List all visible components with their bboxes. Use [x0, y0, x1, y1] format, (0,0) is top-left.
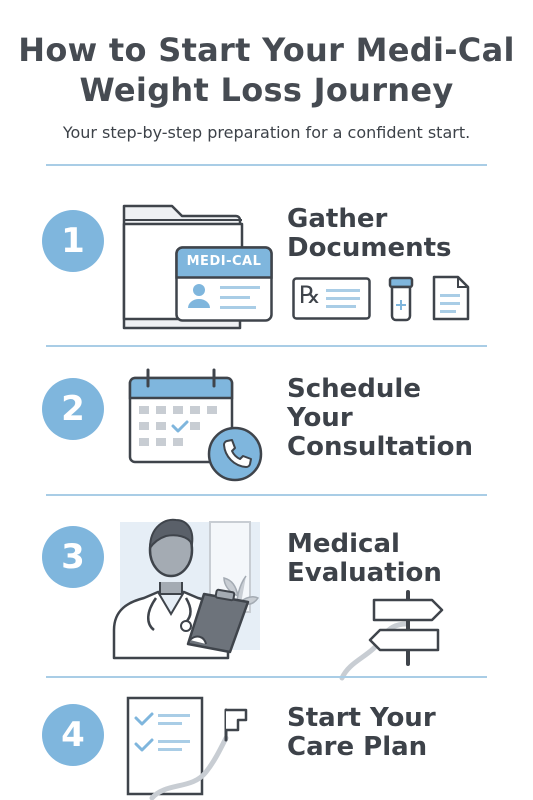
signpost-icon	[339, 590, 444, 681]
pill-bottle-icon	[388, 276, 414, 322]
step-3-title: Medical Evaluation	[287, 530, 442, 588]
page-subtitle: Your step-by-step preparation for a conf…	[62, 123, 471, 142]
step-4-title-line: Start Your	[287, 703, 436, 733]
step-4-number: 4	[42, 704, 104, 766]
medi-cal-card-icon	[175, 246, 273, 322]
step-2-number: 2	[42, 378, 104, 440]
step-3-title-line: Evaluation	[287, 558, 442, 588]
page-title: How to Start Your Medi-Cal Weight Loss J…	[0, 30, 533, 110]
step-2-title-line: Your	[287, 403, 353, 433]
divider	[46, 164, 487, 166]
step-4-title-line: Care Plan	[287, 732, 428, 762]
phone-icon	[207, 426, 263, 482]
divider	[46, 494, 487, 496]
clipboard-icon	[186, 588, 250, 654]
step-1-title-line: Gather	[287, 204, 388, 234]
step-2-title-line: Consultation	[287, 432, 474, 462]
step-4-title: Start Your Care Plan	[287, 704, 436, 762]
divider	[46, 676, 487, 678]
step-1-title: Gather Documents	[287, 205, 452, 263]
step-2-title: Schedule Your Consultation	[287, 375, 473, 462]
step-2-title-line: Schedule	[287, 374, 421, 404]
title-line-1: How to Start Your Medi-Cal	[18, 31, 515, 69]
step-1-title-line: Documents	[287, 233, 452, 263]
card-label: MEDI-CAL	[186, 254, 262, 269]
calendar-icon	[128, 368, 234, 464]
step-3-number: 3	[42, 526, 104, 588]
step-1-number: 1	[42, 210, 104, 272]
divider	[46, 345, 487, 347]
flag-path-icon	[149, 708, 248, 800]
rx-symbol: ℞	[299, 281, 321, 309]
document-icon	[432, 275, 470, 321]
title-line-2: Weight Loss Journey	[79, 71, 454, 109]
checklist-icon	[126, 696, 204, 796]
prescription-icon	[292, 277, 371, 320]
step-3-title-line: Medical	[287, 529, 400, 559]
